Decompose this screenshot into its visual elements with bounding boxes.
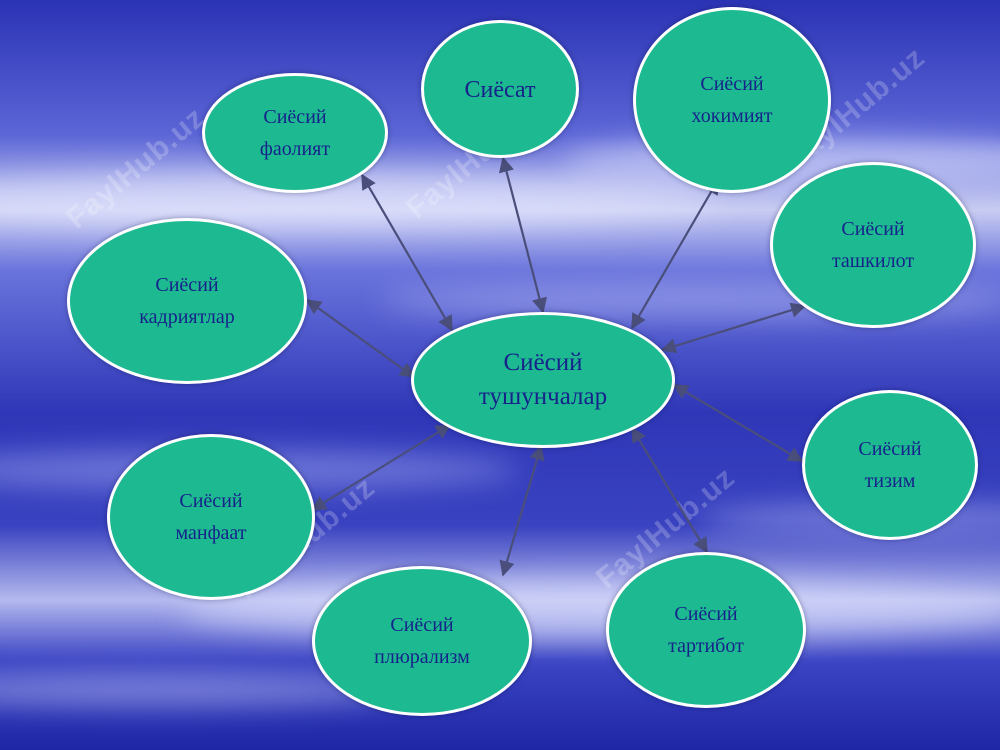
node-tizim: Сиёсий тизим bbox=[802, 390, 978, 540]
central-node-line2: тушунчалар bbox=[478, 383, 608, 410]
node-line1: Сиёсий bbox=[179, 490, 243, 512]
arrow-qadriyatlar bbox=[305, 299, 416, 378]
node-line2: фаолият bbox=[259, 138, 331, 160]
node-line2: ташкилот bbox=[831, 250, 915, 272]
node-line1: Сиёсий bbox=[155, 274, 219, 296]
node-hokimiyat: Сиёсий хокимият bbox=[633, 7, 831, 193]
node-manfaat: Сиёсий манфаат bbox=[107, 434, 315, 600]
arrow-plyuralizm bbox=[499, 444, 545, 577]
arrow-faoliyat bbox=[361, 173, 453, 332]
central-concept-node: Сиёсий тушунчалар bbox=[411, 312, 675, 448]
arrow-tartibot bbox=[631, 426, 708, 554]
node-line2: кадриятлар bbox=[139, 306, 235, 328]
node-line2: тартибот bbox=[668, 635, 744, 657]
node-tashkilot: Сиёсий ташкилот bbox=[770, 162, 976, 328]
arrow-manfaat bbox=[310, 424, 452, 511]
node-line2: тизим bbox=[864, 470, 916, 492]
node-plyuralizm: Сиёсий плюрализм bbox=[312, 566, 532, 716]
node-tartibot: Сиёсий тартибот bbox=[606, 552, 806, 708]
node-line1: Сиёсий bbox=[700, 73, 764, 95]
node-line1: Сиёсий bbox=[858, 438, 922, 460]
arrow-tizim bbox=[672, 384, 804, 462]
arrow-siyosat bbox=[499, 156, 547, 314]
node-line1: Сиёсий bbox=[841, 218, 905, 240]
central-node-line1: Сиёсий bbox=[503, 349, 583, 377]
node-line1: Сиёсий bbox=[263, 106, 327, 128]
node-qadriyatlar: Сиёсий кадриятлар bbox=[67, 218, 307, 384]
node-line1: Сиёсат bbox=[464, 77, 536, 103]
node-line1: Сиёсий bbox=[674, 603, 738, 625]
arrow-hokimiyat bbox=[631, 178, 719, 330]
node-line2: плюрализм bbox=[374, 646, 470, 668]
node-line2: манфаат bbox=[175, 522, 247, 544]
node-line2: хокимият bbox=[691, 105, 773, 127]
node-faoliyat: Сиёсий фаолият bbox=[202, 73, 388, 193]
arrow-tashkilot bbox=[660, 302, 807, 354]
node-siyosat: Сиёсат bbox=[421, 20, 579, 158]
node-line1: Сиёсий bbox=[390, 614, 454, 636]
